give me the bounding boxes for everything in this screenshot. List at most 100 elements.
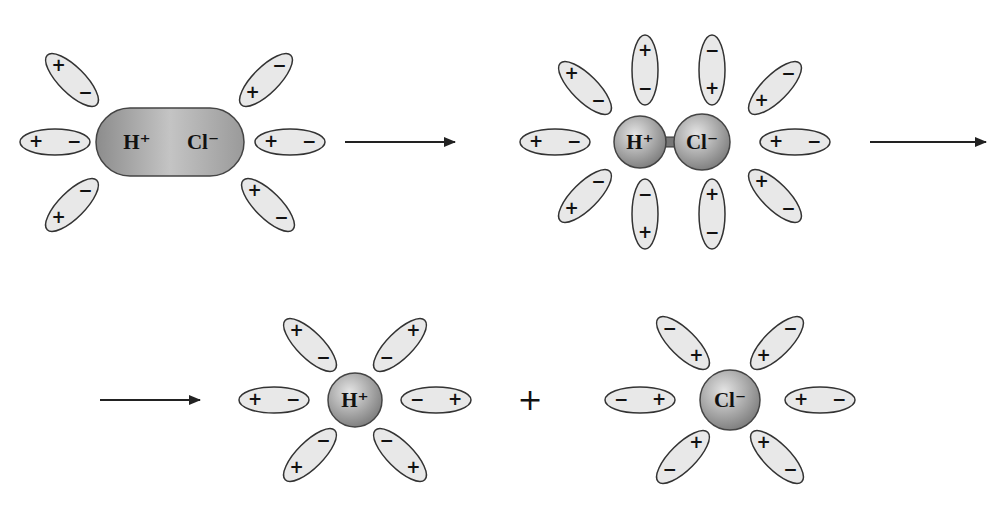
water-dipole: +− xyxy=(32,40,112,120)
water-dipole: −+ xyxy=(360,415,440,495)
ion-symbol: Cl⁻ xyxy=(187,132,219,153)
dipole-charge: + xyxy=(289,322,303,339)
ion-symbol: Cl⁻ xyxy=(686,132,718,153)
dipole-charge: − xyxy=(567,133,581,150)
water-dipole: −+ xyxy=(226,40,306,120)
dipole-charge: − xyxy=(807,133,821,150)
ion-symbol: H⁺ xyxy=(626,132,653,153)
dipole-charge: − xyxy=(705,224,719,241)
water-dipole: −+ xyxy=(737,303,817,383)
dipole-charge: − xyxy=(286,391,300,408)
hydrated-ion: Cl⁻ xyxy=(673,113,731,171)
water-dipole: +− xyxy=(228,165,308,245)
dipole-charge: + xyxy=(705,80,719,97)
dipole-charge: − xyxy=(591,92,605,109)
dipole-charge: − xyxy=(783,461,797,478)
water-dipole: +− xyxy=(545,48,625,128)
dipole-charge: + xyxy=(406,459,420,476)
dipole-charge: + xyxy=(289,459,303,476)
water-dipole: +− xyxy=(672,174,752,254)
dipole-charge: − xyxy=(272,57,286,74)
dipole-charge: + xyxy=(29,133,43,150)
dipole-charge: + xyxy=(247,182,261,199)
dipole-charge: − xyxy=(379,432,393,449)
dipole-charge: + xyxy=(564,200,578,217)
dipole-charge: + xyxy=(638,42,652,59)
dipole-charge: − xyxy=(783,320,797,337)
reaction-arrow xyxy=(345,141,455,143)
dipole-charge: − xyxy=(662,461,676,478)
dipole-charge: + xyxy=(756,347,770,364)
hydrated-ion: H⁺ xyxy=(613,115,667,169)
dipole-charge: − xyxy=(67,133,81,150)
ion-symbol: H⁺ xyxy=(341,390,368,411)
dipole-charge: − xyxy=(781,65,795,82)
hydrated-ion: Cl⁻ xyxy=(699,369,761,431)
dipole-charge: + xyxy=(406,322,420,339)
dipole-charge: − xyxy=(274,209,288,226)
dipole-charge: − xyxy=(781,200,795,217)
dipole-charge: + xyxy=(756,434,770,451)
dipole-charge: − xyxy=(302,133,316,150)
plus-sign: + xyxy=(517,385,542,415)
dipole-charge: + xyxy=(245,84,259,101)
ion-symbol: H⁺ xyxy=(123,132,150,153)
dipole-charge: + xyxy=(248,391,262,408)
water-dipole: +− xyxy=(15,102,95,182)
water-dipole: −+ xyxy=(270,415,350,495)
water-dipole: −+ xyxy=(672,30,752,110)
dipole-charge: + xyxy=(689,434,703,451)
water-dipole: +− xyxy=(515,102,595,182)
dipole-charge: + xyxy=(51,57,65,74)
hydrated-ion: H⁺ xyxy=(327,372,383,428)
dipole-charge: − xyxy=(379,349,393,366)
dipole-charge: + xyxy=(529,133,543,150)
hcl-molecule: H⁺ Cl⁻ xyxy=(95,107,245,177)
dipole-charge: + xyxy=(794,391,808,408)
dipole-charge: − xyxy=(662,320,676,337)
water-dipole: −+ xyxy=(396,360,476,440)
dipole-charge: + xyxy=(769,133,783,150)
dipole-charge: − xyxy=(638,80,652,97)
water-dipole: +− xyxy=(780,360,860,440)
dipole-charge: − xyxy=(316,432,330,449)
dipole-charge: − xyxy=(78,182,92,199)
water-dipole: +− xyxy=(605,30,685,110)
water-dipole: +− xyxy=(755,102,835,182)
dipole-charge: − xyxy=(832,391,846,408)
water-dipole: −+ xyxy=(32,165,112,245)
water-dipole: +− xyxy=(360,305,440,385)
water-dipole: +− xyxy=(643,417,723,497)
dipole-charge: + xyxy=(638,224,652,241)
dipole-charge: + xyxy=(652,391,666,408)
dipole-charge: + xyxy=(564,65,578,82)
reaction-arrow xyxy=(870,141,986,143)
water-dipole: +− xyxy=(735,156,815,236)
dipole-charge: − xyxy=(614,391,628,408)
dipole-charge: − xyxy=(638,186,652,203)
ion-symbol: Cl⁻ xyxy=(714,390,746,411)
water-dipole: −+ xyxy=(735,48,815,128)
water-dipole: +− xyxy=(250,102,330,182)
water-dipole: +− xyxy=(737,417,817,497)
dipole-charge: + xyxy=(705,186,719,203)
water-dipole: −+ xyxy=(605,174,685,254)
dipole-charge: + xyxy=(754,92,768,109)
dipole-charge: + xyxy=(51,209,65,226)
dipole-charge: − xyxy=(705,42,719,59)
dipole-charge: + xyxy=(689,347,703,364)
water-dipole: −+ xyxy=(545,156,625,236)
water-dipole: −+ xyxy=(643,303,723,383)
dipole-charge: + xyxy=(754,173,768,190)
dipole-charge: − xyxy=(316,349,330,366)
dipole-charge: + xyxy=(448,391,462,408)
water-dipole: +− xyxy=(270,305,350,385)
dipole-charge: + xyxy=(264,133,278,150)
reaction-arrow xyxy=(100,399,200,401)
water-dipole: +− xyxy=(234,360,314,440)
dipole-charge: − xyxy=(410,391,424,408)
dipole-charge: − xyxy=(78,84,92,101)
water-dipole: −+ xyxy=(600,360,680,440)
